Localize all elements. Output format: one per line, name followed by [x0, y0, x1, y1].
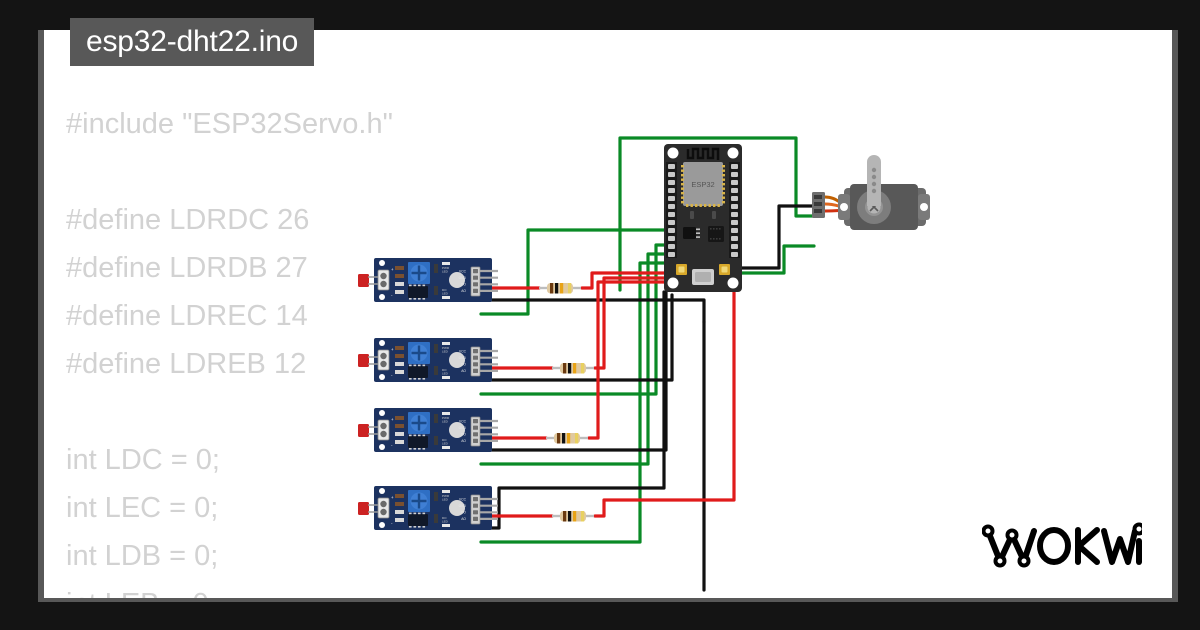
ldr-module-1[interactable] — [356, 256, 500, 304]
wire-power-3b — [587, 280, 666, 440]
wire-ground-1 — [479, 298, 706, 324]
wire-group — [479, 136, 816, 592]
servo-motor[interactable] — [812, 155, 930, 230]
resistor-3[interactable] — [544, 431, 590, 445]
resistor-4[interactable] — [550, 509, 596, 523]
resistor-2[interactable] — [550, 361, 596, 375]
wire-ground-4 — [479, 290, 666, 530]
wire-power-1b — [580, 271, 666, 290]
wire-power-4b — [593, 290, 736, 518]
wire-ground-3 — [479, 290, 668, 452]
resistor-1[interactable] — [537, 281, 583, 295]
wire-signal-servo — [618, 136, 816, 292]
wire-ground-2 — [479, 293, 674, 382]
wokwi-logo — [981, 517, 1146, 578]
ldr-module-4[interactable] — [356, 484, 500, 532]
wire-signal-ldr-4 — [479, 261, 666, 544]
esp32-devkit-board[interactable] — [662, 142, 744, 294]
wire-power-2b — [593, 276, 666, 370]
wire-signal-ldr-2 — [479, 243, 666, 396]
circuit-diagram[interactable]: ESP32 — [44, 30, 1172, 598]
file-tab[interactable]: esp32-dht22.ino — [70, 18, 315, 66]
wire-signal-right — [740, 244, 816, 275]
wire-signal-ldr-1 — [479, 228, 666, 316]
wire-signal-ldr-3 — [479, 252, 666, 466]
wire-ground-servo — [740, 204, 816, 270]
ldr-module-3[interactable] — [356, 406, 500, 454]
diagram-canvas[interactable]: #include "ESP32Servo.h" #define LDRDC 26… — [44, 30, 1172, 598]
ldr-module-2[interactable] — [356, 336, 500, 384]
